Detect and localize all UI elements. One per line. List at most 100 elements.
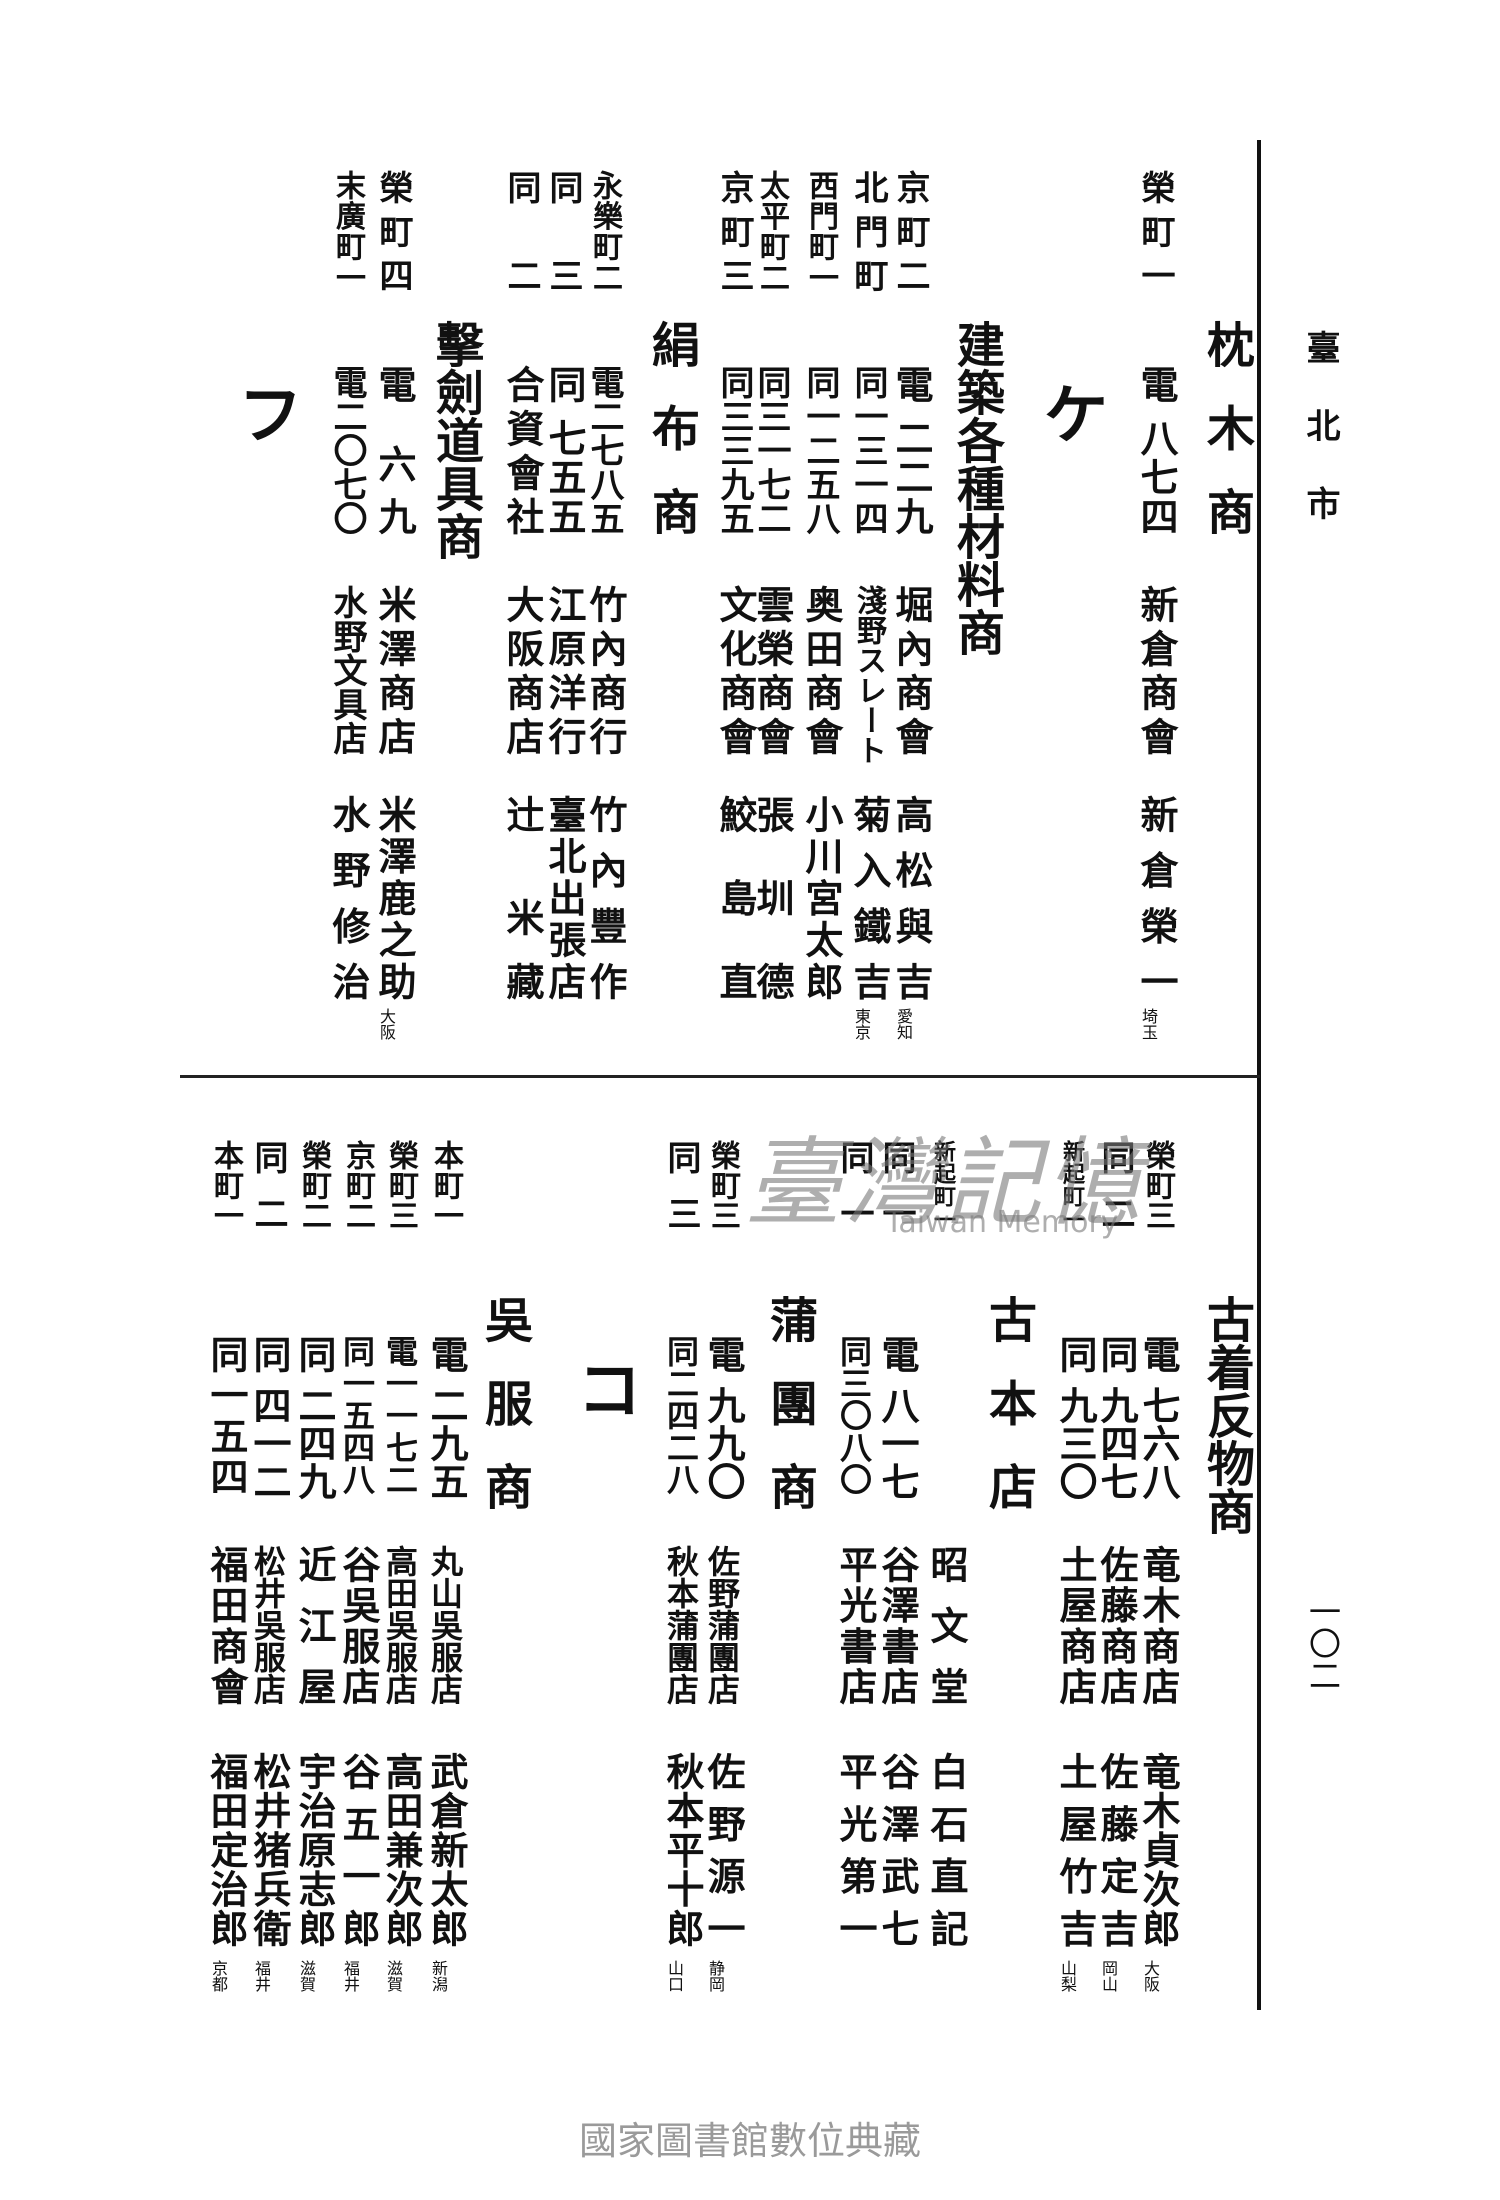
entry-phone: 同一三一四 (848, 365, 888, 535)
entry-phone: 電 二二九 (889, 365, 934, 535)
entry-shop: 奥田商會 (799, 585, 844, 755)
entry-shop: 土屋商店 (1053, 1545, 1098, 1705)
entry-owner: 佐野源一 (701, 1752, 746, 1947)
entry-phone: 電 二九五 (424, 1335, 469, 1501)
entry-owner: 佐藤定吉 (1094, 1752, 1139, 1947)
entry-shop: 平光書店 (833, 1545, 878, 1705)
entry-address: 同 三 (543, 170, 583, 292)
category-heading: 擊劍道具商 (427, 320, 483, 560)
entry-address: 末廣町一 (330, 170, 365, 292)
entry-phone: 同三一七二 (751, 365, 791, 535)
entry-phone: 同 七五五 (542, 365, 587, 535)
entry-origin: 福井 (341, 1960, 360, 1992)
entry-phone: 同 二四九 (292, 1335, 337, 1501)
entry-origin: 山口 (665, 1960, 684, 1992)
entry-shop: 米澤商店 (372, 585, 417, 755)
entry-phone: 電二〇七〇 (327, 365, 367, 535)
entry-address: 同 二 (1095, 1140, 1135, 1230)
entry-origin: 福井 (252, 1960, 271, 1992)
entry-owner: 張圳德 (750, 795, 795, 1000)
entry-address: 同 三 (661, 1140, 701, 1230)
entry-address: 北門町 (848, 170, 888, 292)
entry-origin: 新潟 (429, 1960, 448, 1992)
entry-phone: 電 六九 (372, 365, 417, 535)
entry-shop: 高田吳服店 (381, 1545, 419, 1705)
entry-shop: 竜木商店 (1136, 1545, 1181, 1705)
entry-origin: 大阪 (377, 1008, 396, 1040)
entry-origin: 愛知 (894, 1008, 913, 1040)
entry-address: 同 一 (834, 1140, 874, 1230)
entry-shop: 谷吳服店 (336, 1545, 381, 1705)
category-heading: 枕木商 (1198, 320, 1254, 535)
entry-owner: 谷五一郎 (336, 1752, 381, 1947)
entry-address: 榮町三 (705, 1140, 740, 1230)
entry-shop: 福田商會 (204, 1545, 249, 1705)
entry-origin: 岡山 (1099, 1960, 1118, 1992)
entry-origin: 埼玉 (1139, 1008, 1158, 1040)
entry-shop: 丸山吳服店 (426, 1545, 464, 1705)
entry-shop: 雲榮商會 (750, 585, 795, 755)
entry-shop: 松井吳服店 (249, 1545, 287, 1705)
entry-origin: 東京 (852, 1008, 871, 1040)
category-heading: 蒲團商 (761, 1295, 817, 1510)
entry-phone: 同 九三〇 (1053, 1335, 1098, 1501)
entry-owner: 菊入鐵吉 (847, 795, 892, 1000)
entry-address: 新起町一 (930, 1140, 956, 1230)
entry-address: 同 二 (501, 170, 541, 292)
entry-phone: 同一五四八 (338, 1335, 376, 1495)
entry-phone: 同一五四 (204, 1335, 249, 1495)
entry-phone: 同二四二八 (662, 1335, 700, 1495)
entry-shop: 大阪商店 (500, 585, 545, 755)
entry-owner: 武倉新太郎 (424, 1752, 469, 1947)
entry-owner: 臺北出張店 (542, 795, 587, 1000)
entry-address: 榮町三 (1140, 1140, 1175, 1230)
entry-address: 同 一 (876, 1140, 916, 1230)
entry-owner: 平光第一 (833, 1752, 878, 1947)
entry-address: 榮町二 (296, 1140, 331, 1230)
entry-address: 本町一 (208, 1140, 243, 1230)
entry-address: 本町一 (428, 1140, 463, 1230)
entry-address: 同 二 (248, 1140, 288, 1230)
category-heading: 古本店 (980, 1295, 1036, 1510)
entry-owner: 宇治原志郎 (292, 1752, 337, 1947)
horizontal-divider (180, 1075, 1260, 1078)
entry-shop: 谷澤書店 (875, 1545, 920, 1705)
entry-shop: 江原洋行 (542, 585, 587, 755)
entry-owner: 鮫島直 (713, 795, 758, 1000)
entry-owner: 秋本平十郎 (660, 1752, 705, 1947)
entry-owner: 福田定治郎 (204, 1752, 249, 1947)
entry-phone: 同三三九五 (714, 365, 754, 535)
entry-phone: 電一一七二 (381, 1335, 419, 1495)
entry-owner: 竜木貞次郎 (1136, 1752, 1181, 1947)
entry-shop: 堀內商會 (889, 585, 934, 755)
entry-owner: 高田兼次郎 (379, 1752, 424, 1947)
entry-shop: 佐野蒲團店 (703, 1545, 741, 1705)
entry-origin: 滋賀 (384, 1960, 403, 1992)
entry-shop: 昭文堂 (924, 1545, 969, 1705)
entry-address: 西門町一 (803, 170, 838, 292)
entry-address: 京町二 (340, 1140, 375, 1230)
entry-phone: 電二七八五 (584, 365, 624, 535)
entry-origin: 滋賀 (297, 1960, 316, 1992)
entry-phone: 電 九九〇 (701, 1335, 746, 1501)
entry-phone: 同三〇八〇 (835, 1335, 873, 1495)
entry-address: 永樂町二 (587, 170, 622, 292)
entry-owner: 土屋竹吉 (1053, 1752, 1098, 1947)
running-head-city: 臺北市 (1300, 330, 1340, 520)
entry-owner: 竹內豐作 (583, 795, 628, 1000)
category-heading: 吳服商 (476, 1295, 532, 1510)
entry-phone: 電 八七四 (1134, 365, 1179, 535)
entry-address: 京町二 (890, 170, 930, 292)
entry-address: 榮町四 (373, 170, 413, 292)
entry-owner: 小川宮太郎 (799, 795, 844, 1000)
entry-address: 京町三 (714, 170, 754, 292)
entry-owner: 松井猪兵衛 (247, 1752, 292, 1947)
entry-phone: 同一二五八 (800, 365, 840, 535)
entry-shop: 水野文具店 (327, 585, 367, 755)
entry-shop: 佐藤商店 (1094, 1545, 1139, 1705)
entry-phone: 合資會社 (500, 365, 545, 535)
entry-shop: 文化商會 (713, 585, 758, 755)
entry-origin: 大阪 (1141, 1960, 1160, 1992)
entry-origin: 京都 (209, 1960, 228, 1992)
category-heading: 絹布商 (643, 320, 699, 535)
